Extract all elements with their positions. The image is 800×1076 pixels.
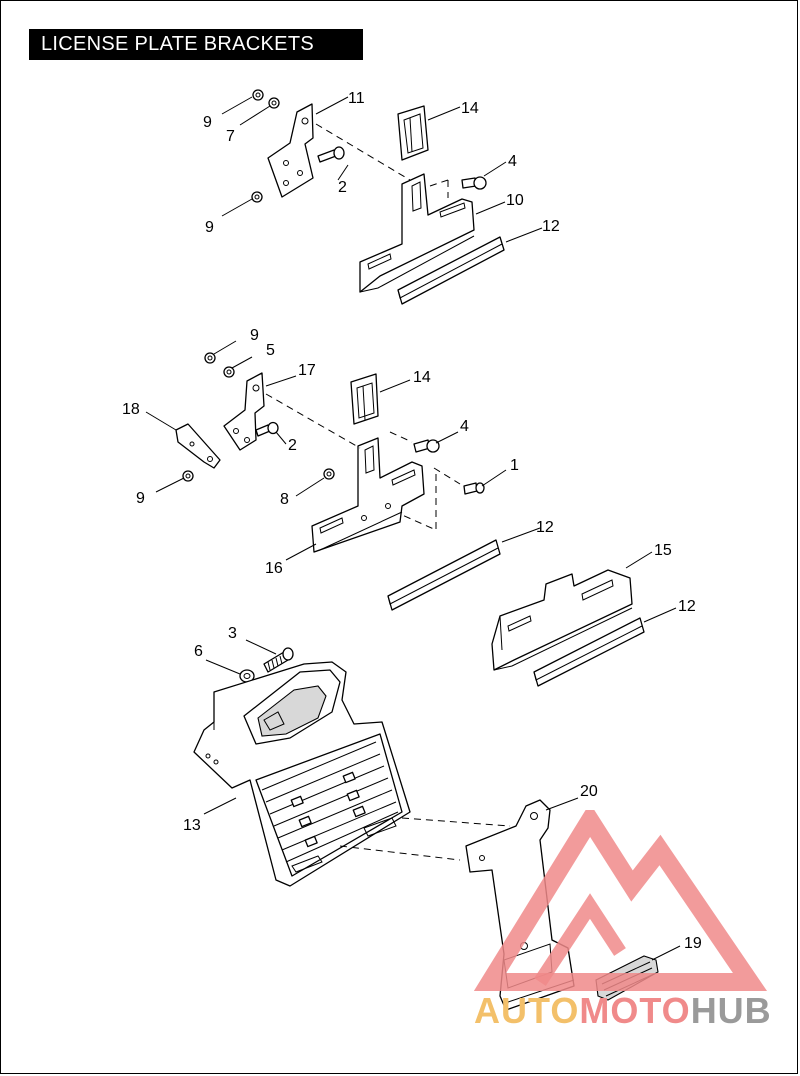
callout-13: 13: [183, 817, 201, 834]
bracket-assembly-d: [193, 639, 681, 1011]
bracket-10: [359, 173, 475, 293]
screw-1: [463, 482, 485, 495]
watermark-auto: AUTO: [474, 990, 580, 1031]
watermark-moto: MOTO: [579, 990, 691, 1031]
strap-bracket-18: [175, 423, 221, 469]
nut-9-low: [182, 470, 194, 482]
callout-11: 11: [348, 90, 365, 107]
callout-14: 14: [413, 369, 431, 386]
callout-12: 12: [536, 519, 554, 536]
callout-9: 9: [136, 490, 145, 507]
plate-housing-13: [193, 661, 411, 887]
washer-7: [268, 97, 280, 109]
callout-8: 8: [280, 491, 289, 508]
bracket-assembly-b: [145, 340, 507, 561]
nut-8: [323, 468, 335, 480]
callout-18: 18: [122, 401, 140, 418]
watermark-text: AUTOMOTOHUB: [474, 990, 772, 1032]
callout-9: 9: [250, 327, 259, 344]
screw-2-top: [317, 146, 345, 163]
callout-4: 4: [460, 418, 469, 435]
callout-16: 16: [265, 560, 283, 577]
callout-15: 15: [654, 542, 672, 559]
callout-5: 5: [266, 342, 275, 359]
bracket-15: [491, 569, 633, 671]
callout-14: 14: [461, 100, 479, 117]
bracket-assembly-c: [387, 527, 677, 687]
watermark-hub: HUB: [690, 990, 772, 1031]
screw-4-top: [461, 176, 487, 190]
callout-20: 20: [580, 783, 598, 800]
adhesive-strip-12-low: [533, 617, 645, 687]
callout-19: 19: [684, 935, 702, 952]
callout-labels: 9 7 11 14 4 2 9 10 12 9 5 17 14 18 4 2 1…: [122, 90, 702, 952]
callout-4: 4: [508, 153, 517, 170]
angle-bracket-17: [223, 372, 265, 451]
nut-9-top: [252, 89, 264, 101]
page-title: LICENSE PLATE BRACKETS: [29, 29, 363, 60]
adhesive-strip-12-top: [397, 236, 505, 305]
callout-2: 2: [288, 437, 297, 454]
callout-2: 2: [338, 179, 347, 196]
callout-9: 9: [203, 114, 212, 131]
clip-14-mid: [350, 373, 379, 425]
screw-2-mid: [255, 421, 279, 437]
callout-1: 1: [510, 457, 519, 474]
screw-3: [263, 647, 294, 673]
screw-4-mid: [413, 439, 440, 453]
callout-17: 17: [298, 362, 316, 379]
callout-3: 3: [228, 625, 237, 642]
clip-14-top: [397, 105, 429, 161]
callout-12: 12: [678, 598, 696, 615]
callout-12: 12: [542, 218, 560, 235]
adhesive-strip-12-mid: [387, 539, 501, 611]
nut-9-lower: [251, 191, 263, 203]
angle-bracket-11: [267, 103, 314, 198]
bracket-assembly-a: [221, 89, 543, 305]
washer-5: [223, 366, 235, 378]
callout-10: 10: [506, 192, 524, 209]
callout-9: 9: [205, 219, 214, 236]
callout-6: 6: [194, 643, 203, 660]
callout-7: 7: [226, 128, 235, 145]
nut-9-mid: [204, 352, 216, 364]
bracket-16: [311, 437, 425, 553]
watermark-logo-icon: [473, 810, 768, 991]
